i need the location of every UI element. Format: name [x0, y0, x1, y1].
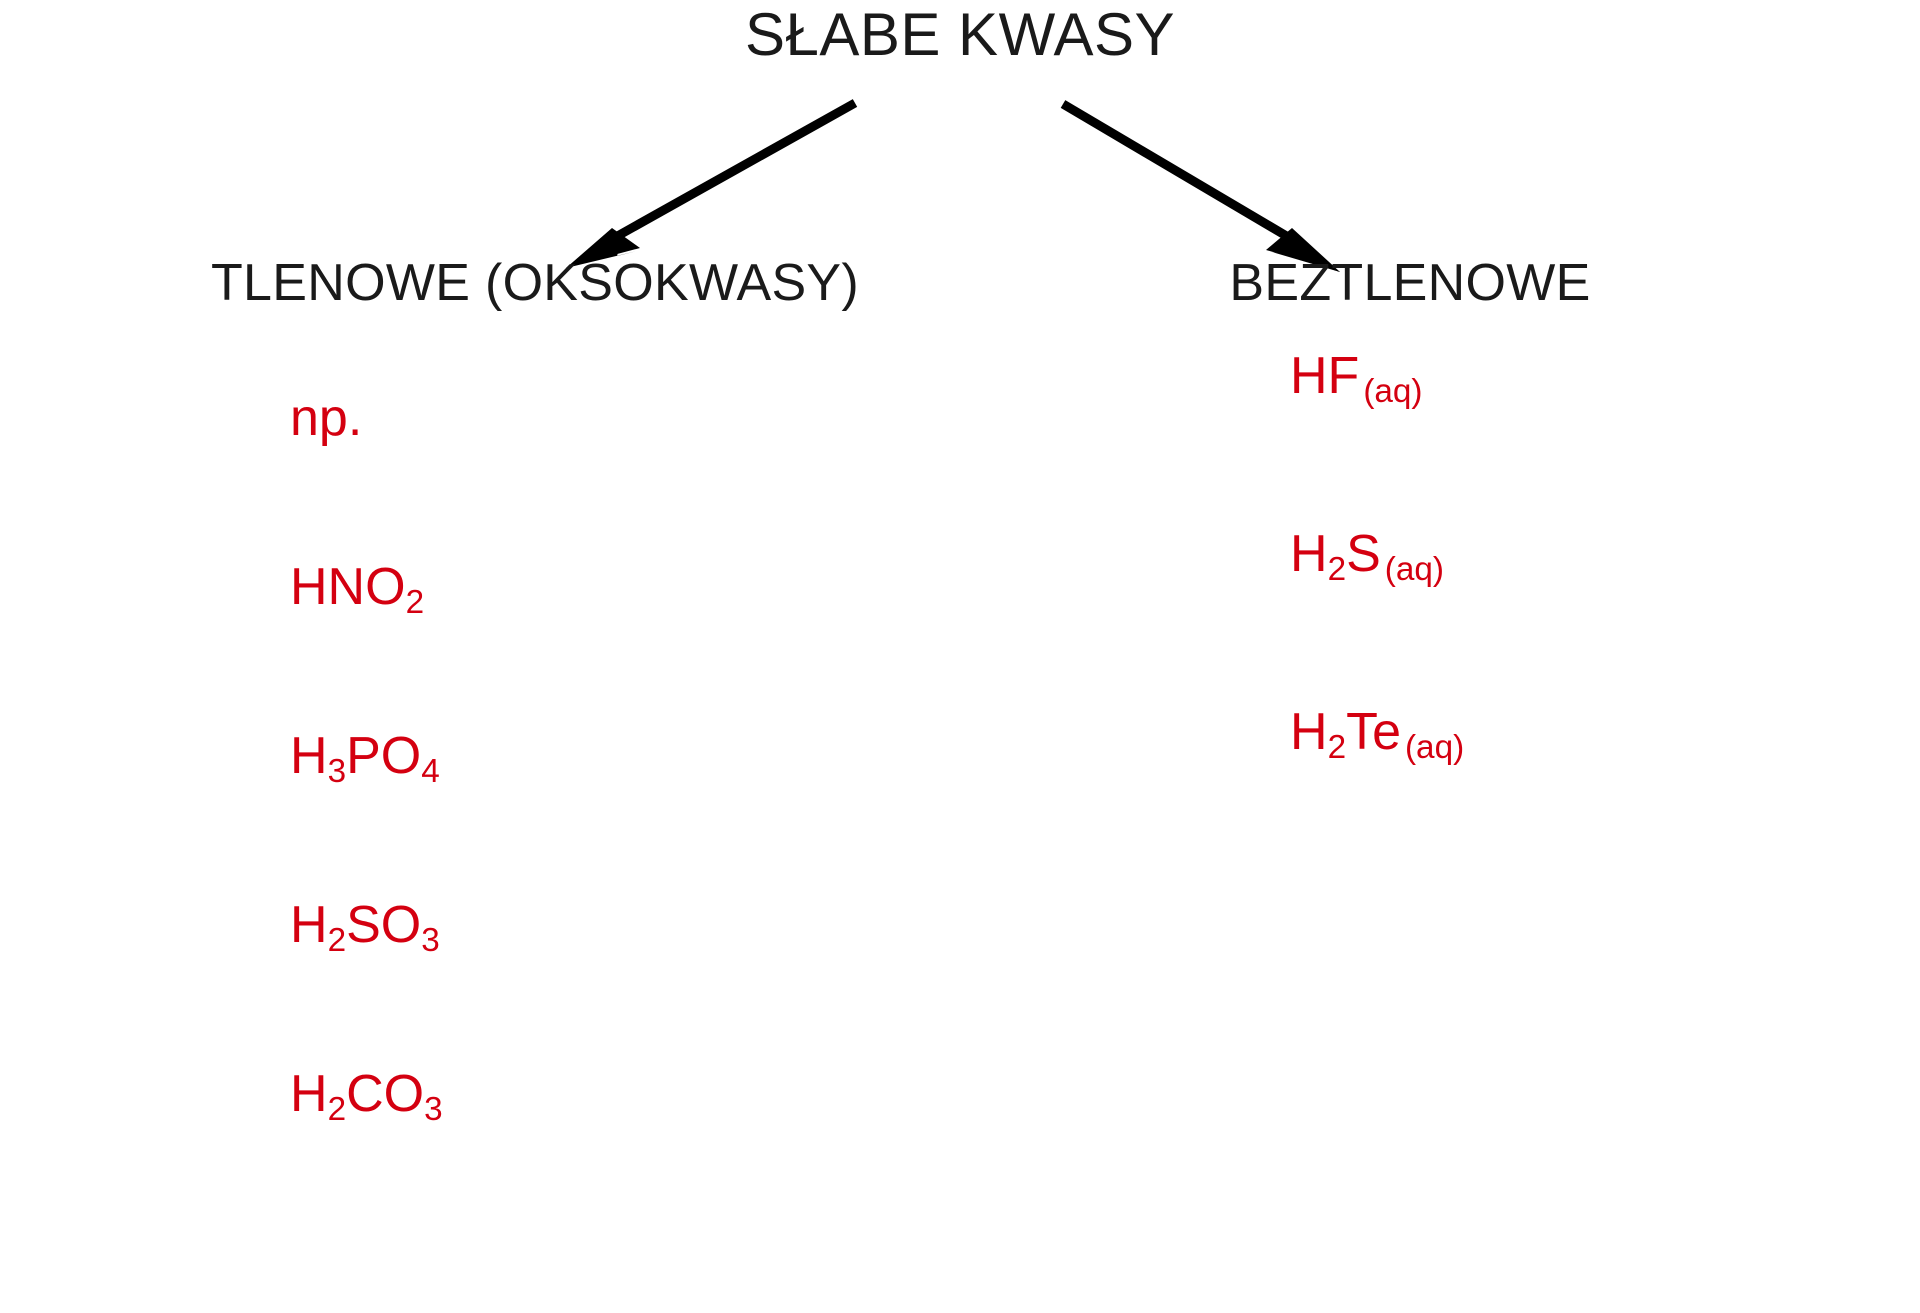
formula-state-label: (aq) — [1404, 728, 1465, 766]
formula-text: HNO — [290, 558, 406, 616]
formula-prefix-subscript: 2 — [327, 921, 347, 959]
formula-text: S — [1346, 525, 1381, 583]
list-item: H2Te(aq) — [1290, 704, 1760, 767]
formula-prefix: H — [290, 727, 328, 785]
branch-tlenowe: TLENOWE (OKSOKWASY) np. HNO2 H3PO4 H2SO3… — [120, 248, 920, 1235]
branch-beztlenowe: BEZTLENOWE HF(aq) H2S(aq) H2Te(aq) — [1000, 248, 1760, 882]
list-item: HF(aq) — [1290, 348, 1760, 411]
formula-text: np. — [290, 389, 363, 447]
formula-text: CO — [346, 1065, 425, 1123]
formula-subscript: 4 — [421, 752, 440, 790]
formula-text: Te — [1346, 703, 1401, 761]
formula-subscript: 3 — [421, 921, 440, 959]
formula-list-tlenowe: np. HNO2 H3PO4 H2SO3 H2CO3 — [120, 390, 920, 1126]
branch-header-tlenowe: TLENOWE (OKSOKWASY) — [210, 254, 860, 312]
formula-prefix: H — [290, 1065, 328, 1123]
formula-text: PO — [346, 727, 422, 785]
formula-prefix-subscript: 2 — [1327, 550, 1347, 588]
formula-prefix: HF — [1290, 347, 1360, 405]
formula-subscript: 2 — [405, 583, 425, 621]
formula-list-beztlenowe: HF(aq) H2S(aq) H2Te(aq) — [1000, 348, 1760, 767]
list-item: HNO2 — [290, 558, 920, 619]
formula-subscript: 3 — [424, 1090, 443, 1128]
formula-state-label: (aq) — [1384, 550, 1444, 588]
arrow-to-beztlenowe — [1060, 100, 1340, 272]
formula-prefix: H — [1290, 703, 1328, 761]
formula-prefix-subscript: 2 — [1327, 728, 1347, 766]
list-item: H2CO3 — [290, 1065, 920, 1126]
formula-prefix: H — [1290, 525, 1328, 583]
formula-text: SO — [346, 896, 422, 954]
formula-state-label: (aq) — [1363, 372, 1423, 410]
list-item: np. — [290, 390, 920, 446]
list-item: H2S(aq) — [1290, 526, 1760, 589]
root-node-title: SŁABE KWASY — [744, 1, 1176, 68]
list-item: H2SO3 — [290, 896, 920, 957]
arrow-to-tlenowe — [566, 99, 858, 268]
branch-header-beztlenowe: BEZTLENOWE — [1229, 254, 1591, 312]
formula-prefix: H — [290, 896, 328, 954]
list-item: H3PO4 — [290, 727, 920, 788]
formula-prefix-subscript: 2 — [327, 1090, 347, 1128]
formula-prefix-subscript: 3 — [327, 752, 347, 790]
